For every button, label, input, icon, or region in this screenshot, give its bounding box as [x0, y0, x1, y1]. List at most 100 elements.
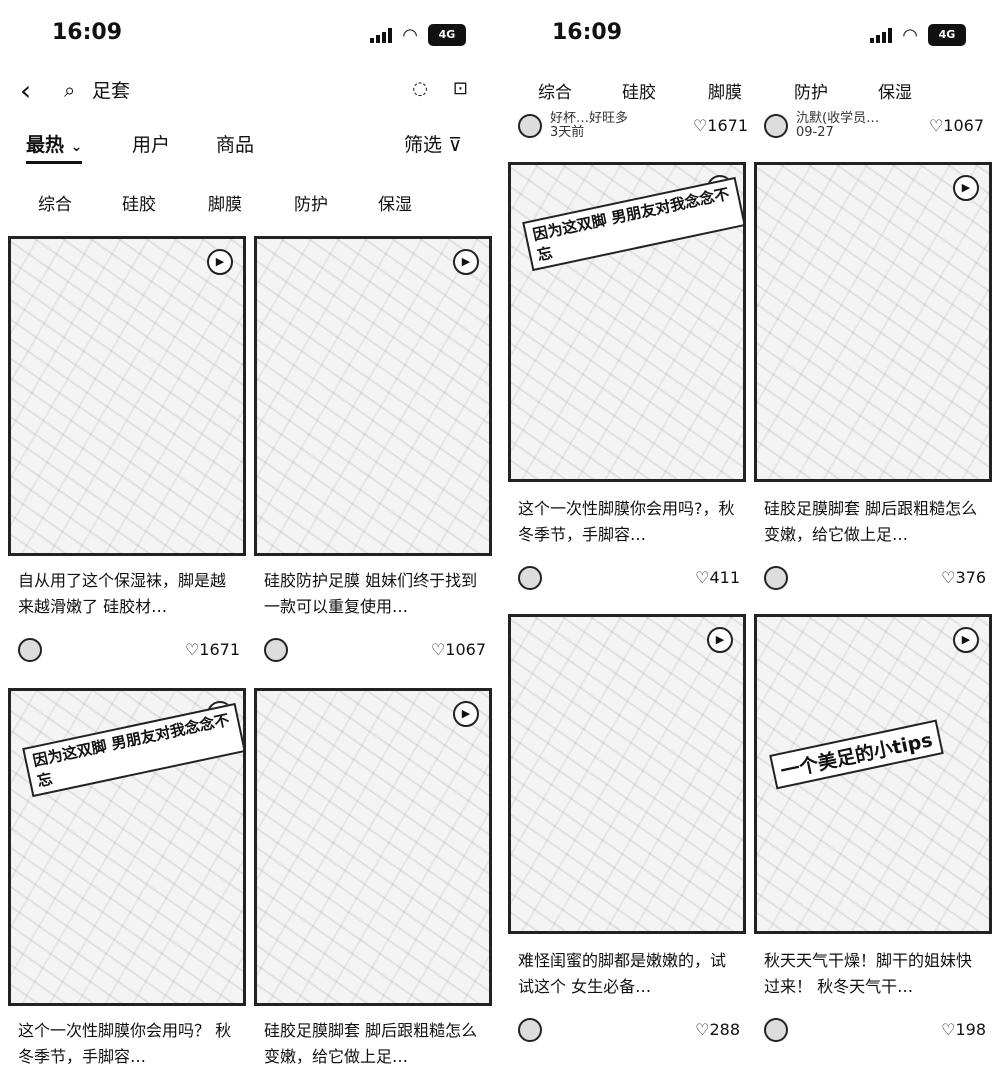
- card-title: 这个一次性脚膜你会用吗?，秋冬季节，手脚容…: [518, 499, 735, 544]
- card-title: 这个一次性脚膜你会用吗？ 秋冬季节，手脚容…: [18, 1021, 232, 1066]
- chevron-down-icon: ⌄: [70, 139, 83, 155]
- back-icon[interactable]: ‹: [20, 74, 32, 107]
- heart-icon: ♡: [928, 116, 944, 135]
- card-title: 难怪闺蜜的脚都是嫩嫩的，试试这个 女生必备…: [518, 951, 727, 996]
- battery-icon: 4G: [928, 24, 966, 46]
- heart-icon: ♡: [184, 640, 200, 659]
- feed-card[interactable]: ▶ 硅胶足膜脚套 脚后跟粗糙怎么变嫩，给它做上足… ♡376: [754, 162, 992, 602]
- card-image: ▶: [254, 688, 492, 1006]
- sort-tabs: 最热 ⌄ 用户 商品 筛选 ⊽: [0, 130, 498, 164]
- feed-card[interactable]: ▶ 难怪闺蜜的脚都是嫩嫩的，试试这个 女生必备… ♡288: [508, 614, 746, 1054]
- card-image: ▶: [8, 236, 246, 556]
- filter-icon: ⊽: [448, 134, 462, 156]
- video-caption: 一个美足的小tips: [769, 719, 944, 790]
- chip-all[interactable]: 综合: [38, 195, 72, 215]
- play-icon: ▶: [453, 249, 479, 275]
- heart-icon: ♡: [692, 116, 708, 135]
- signal-icon: [370, 27, 393, 43]
- avatar: [518, 1018, 542, 1042]
- tab-hot[interactable]: 最热 ⌄: [26, 130, 83, 164]
- card-title: 硅胶足膜脚套 脚后跟粗糙怎么变嫩，给它做上足…: [264, 1021, 478, 1066]
- feed-card[interactable]: ▶ 硅胶足膜脚套 脚后跟粗糙怎么变嫩，给它做上足…: [254, 688, 492, 1080]
- play-icon: ▶: [953, 627, 979, 653]
- like-count[interactable]: ♡288: [695, 1020, 740, 1039]
- avatar: [264, 638, 288, 662]
- feed-card[interactable]: ▶ 因为这双脚 男朋友对我念念不忘 这个一次性脚膜你会用吗?，秋冬季节，手脚容……: [508, 162, 746, 602]
- card-title: 硅胶防护足膜 姐妹们终于找到一款可以重复使用…: [264, 571, 478, 616]
- heart-icon: ♡: [941, 568, 956, 587]
- status-time: 16:09: [552, 20, 623, 45]
- left-screen: 16:09 ◠ 4G ‹ ⌕ 足套 ◌ ⊡ 最热 ⌄ 用户 商品 筛选 ⊽ 综合…: [0, 0, 498, 1080]
- tab-products[interactable]: 商品: [216, 134, 255, 156]
- system-icons: ◠ 4G: [870, 24, 966, 46]
- feed-card[interactable]: ▶ 因为这双脚 男朋友对我念念不忘 这个一次性脚膜你会用吗？ 秋冬季节，手脚容…: [8, 688, 246, 1080]
- like-count[interactable]: ♡1671: [184, 640, 240, 659]
- chip-foot-mask[interactable]: 脚膜: [208, 195, 242, 215]
- play-icon: ▶: [707, 627, 733, 653]
- filter-button[interactable]: 筛选 ⊽: [404, 134, 462, 156]
- avatar: [764, 114, 788, 138]
- card-meta: 氿默(收学员…09-27 ♡1067: [764, 112, 984, 144]
- status-bar: 16:09 ◠ 4G: [500, 0, 998, 66]
- camera-icon[interactable]: ⊡: [452, 78, 468, 99]
- card-meta: ♡198: [764, 1016, 986, 1044]
- card-meta: ♡376: [764, 564, 986, 592]
- status-bar: 16:09 ◠ 4G: [0, 0, 498, 66]
- like-count[interactable]: ♡1067: [928, 116, 984, 135]
- battery-icon: 4G: [428, 24, 466, 46]
- tab-users[interactable]: 用户: [132, 134, 171, 156]
- chip-foot-mask[interactable]: 脚膜: [708, 83, 742, 103]
- chip-moisture[interactable]: 保湿: [378, 195, 412, 215]
- card-meta: ♡1671: [18, 636, 240, 664]
- like-count[interactable]: ♡1671: [692, 116, 748, 135]
- card-image: ▶ 一个美足的小tips: [754, 614, 992, 934]
- chip-all[interactable]: 综合: [538, 83, 572, 103]
- heart-icon: ♡: [695, 1020, 710, 1039]
- like-count[interactable]: ♡411: [695, 568, 740, 587]
- like-count[interactable]: ♡198: [941, 1020, 986, 1039]
- play-icon: ▶: [953, 175, 979, 201]
- card-image: ▶: [754, 162, 992, 482]
- signal-icon: [870, 27, 893, 43]
- chip-moisture[interactable]: 保湿: [878, 83, 912, 103]
- card-meta: ♡411: [518, 564, 740, 592]
- chip-protection[interactable]: 防护: [294, 195, 328, 215]
- feed-card[interactable]: ▶ 硅胶防护足膜 姐妹们终于找到一款可以重复使用… ♡1067: [254, 236, 492, 676]
- heart-icon: ♡: [695, 568, 710, 587]
- clear-icon[interactable]: ◌: [412, 78, 428, 99]
- wifi-icon: ◠: [902, 24, 918, 46]
- video-caption: 因为这双脚 男朋友对我念念不忘: [522, 176, 743, 272]
- search-bar: ‹ ⌕ 足套 ◌ ⊡: [0, 70, 498, 110]
- card-title: 自从用了这个保湿袜，脚是越来越滑嫩了 硅胶材…: [18, 571, 227, 616]
- system-icons: ◠ 4G: [370, 24, 466, 46]
- chip-silicone[interactable]: 硅胶: [622, 83, 656, 103]
- play-icon: ▶: [207, 249, 233, 275]
- card-image: ▶ 因为这双脚 男朋友对我念念不忘: [508, 162, 746, 482]
- search-input[interactable]: 足套: [92, 80, 131, 102]
- category-chips: 综合 硅胶 脚膜 防护 保湿: [500, 78, 998, 108]
- wifi-icon: ◠: [402, 24, 418, 46]
- avatar: [764, 566, 788, 590]
- chip-protection[interactable]: 防护: [794, 83, 828, 103]
- feed-card[interactable]: ▶ 一个美足的小tips 秋天天气干燥！脚干的姐妹快过来！ 秋冬天气干… ♡19…: [754, 614, 992, 1054]
- video-caption: 因为这双脚 男朋友对我念念不忘: [22, 702, 243, 798]
- status-time: 16:09: [52, 20, 123, 45]
- avatar: [518, 566, 542, 590]
- chip-silicone[interactable]: 硅胶: [122, 195, 156, 215]
- feed-card[interactable]: ▶ 自从用了这个保湿袜，脚是越来越滑嫩了 硅胶材… ♡1671: [8, 236, 246, 676]
- card-image: ▶: [508, 614, 746, 934]
- avatar: [18, 638, 42, 662]
- avatar: [764, 1018, 788, 1042]
- card-title: 硅胶足膜脚套 脚后跟粗糙怎么变嫩，给它做上足…: [764, 499, 978, 544]
- play-icon: ▶: [453, 701, 479, 727]
- like-count[interactable]: ♡376: [941, 568, 986, 587]
- heart-icon: ♡: [941, 1020, 956, 1039]
- like-count[interactable]: ♡1067: [430, 640, 486, 659]
- heart-icon: ♡: [430, 640, 446, 659]
- author-name: 氿默(收学员…09-27: [796, 111, 880, 140]
- card-meta: ♡288: [518, 1016, 740, 1044]
- card-image: ▶ 因为这双脚 男朋友对我念念不忘: [8, 688, 246, 1006]
